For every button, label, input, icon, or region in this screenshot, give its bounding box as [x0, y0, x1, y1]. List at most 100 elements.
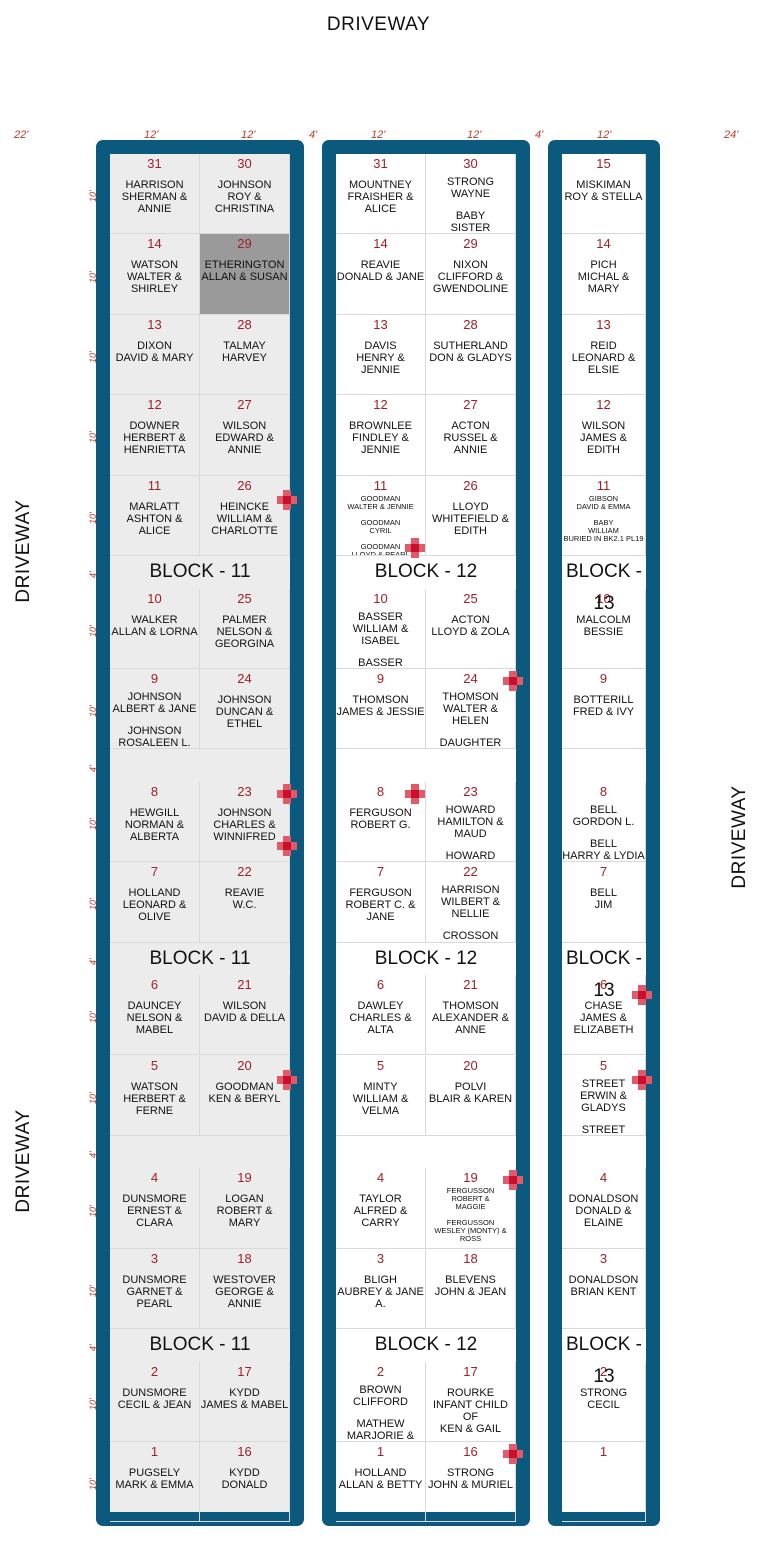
plot-number: 24 [463, 670, 478, 686]
plot-number: 28 [463, 316, 478, 332]
plot-number: 23 [237, 783, 252, 799]
plot-number: 2 [599, 1363, 608, 1379]
driveway-left-lower-label: DRIVEWAY [13, 1109, 34, 1213]
plot-names: MARLATT ASHTON & ALICE [126, 500, 183, 537]
plot-names-secondary: CROSSON INEZ [442, 930, 499, 943]
plot-names: STRONG JOHN & MURIEL [428, 1467, 513, 1492]
plot-names: PICH MICHAL & MARY [577, 259, 630, 296]
row-height-label: 10' [88, 351, 98, 363]
plot-names: NIXON CLIFFORD & GWENDOLINE [432, 259, 509, 296]
plot-names: BELL GORDON L. [572, 803, 635, 828]
driveway-left-upper-label: DRIVEWAY [13, 499, 34, 603]
plot-names: JOHNSON ROY & CHRISTINA [214, 179, 275, 215]
plot-names: BASSER WILLIAM & ISABEL [352, 610, 409, 647]
dim-right-margin: 24' [724, 129, 739, 141]
driveway-top-label: DRIVEWAY [326, 14, 431, 35]
row-height-label: 10' [88, 1478, 98, 1491]
row-height-label: 10' [88, 1204, 98, 1217]
red-cross-icon [503, 1444, 523, 1465]
row-height-label: 10' [88, 431, 98, 444]
dim-gap: 4' [309, 129, 318, 141]
plot-names: KYDD DONALD [221, 1467, 268, 1492]
block-label: BLOCK - 13 [565, 947, 643, 1001]
gap-height-label: 4' [88, 571, 98, 579]
plot-number: 16 [237, 1444, 252, 1460]
row-height-label: 10' [88, 512, 98, 524]
plot-number: 29 [237, 236, 252, 252]
plot-number: 31 [147, 156, 162, 171]
plot-number: 9 [599, 670, 608, 686]
plot-names: WESTOVER GEORGE & ANNIE [213, 1273, 276, 1310]
row-height-label: 10' [88, 818, 98, 830]
plot-number: 18 [237, 1250, 252, 1266]
red-cross-icon [405, 783, 425, 804]
red-cross-icon [277, 489, 297, 510]
plot-number: 10 [596, 590, 611, 606]
plot-number: 17 [463, 1363, 478, 1379]
plot-names: PALMER NELSON & GEORGINA [214, 613, 275, 650]
plot-names: JOHNSON DUNCAN & ETHEL [215, 693, 274, 730]
plot-names: WATSON WALTER & SHIRLEY [126, 259, 182, 296]
red-cross-icon [277, 1069, 297, 1090]
plot-names: MISKIMAN ROY & STELLA [564, 179, 643, 203]
plot-number: 14 [373, 236, 388, 252]
plot-number: 27 [463, 397, 478, 413]
block-label: BLOCK - 11 [149, 1334, 251, 1356]
plot-names: WATSON HERBERT & FERNE [123, 1080, 186, 1117]
plot-names: DAUNCEY NELSON & MABEL [126, 1000, 183, 1037]
plot-number: 10 [147, 590, 162, 606]
plot-names: FERGUSON ROBERT G. [349, 806, 412, 831]
plot-number: 1 [599, 1444, 608, 1460]
plot-names: STRONG WAYNE [446, 176, 495, 200]
plot-names: GIBSON DAVID & EMMA BABY WILLIAM BURIED … [563, 493, 644, 543]
plot-names: DAWLEY CHARLES & ALTA [349, 1000, 412, 1037]
plot-names: WALKER ALLAN & LORNA [111, 613, 198, 638]
plot-number: 2 [150, 1363, 159, 1379]
plot-number: 27 [237, 397, 252, 413]
plot-names: SUTHERLAND DON & GLADYS [429, 339, 512, 364]
plot-number: 12 [147, 397, 162, 413]
plot-number: 2 [376, 1363, 385, 1379]
plot-names: WILSON DAVID & DELLA [203, 1000, 286, 1025]
plot-names: KYDD JAMES & MABEL [200, 1386, 289, 1411]
plot-number: 20 [237, 1057, 252, 1073]
plot-number: 7 [599, 864, 608, 880]
plot-number: 13 [373, 316, 388, 332]
plot-number: 7 [150, 864, 159, 880]
plot-names: THOMSON JAMES & JESSIE [336, 693, 425, 718]
plot-number: 28 [237, 316, 252, 332]
dim-left-margin: 22' [14, 129, 29, 141]
plot-number: 1 [376, 1444, 385, 1460]
red-cross-icon [405, 537, 425, 558]
plot-number: 8 [150, 783, 159, 799]
